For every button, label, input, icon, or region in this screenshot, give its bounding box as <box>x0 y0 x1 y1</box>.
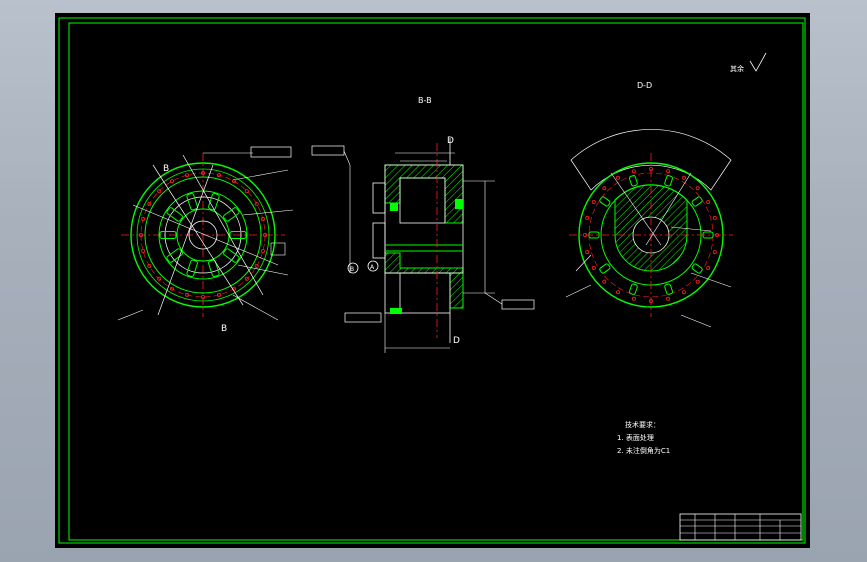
bolt-hole <box>170 286 175 291</box>
bolt-hole <box>695 279 700 284</box>
slot <box>691 196 703 207</box>
bolt-hole <box>147 263 152 268</box>
bolt-hole <box>139 232 144 238</box>
bolt-hole <box>147 202 152 207</box>
slot <box>691 263 703 274</box>
drawing-canvas: B B B-B <box>58 17 806 544</box>
slot <box>208 193 220 211</box>
bolt-hole <box>591 200 596 205</box>
outer-frame <box>58 17 806 544</box>
tech-req-title: 技术要求： <box>625 420 660 429</box>
bolt-hole <box>602 186 607 191</box>
bolt-hole <box>200 295 206 300</box>
bolt-hole <box>585 250 590 255</box>
bolt-hole <box>216 173 221 178</box>
bolt-hole <box>631 296 636 301</box>
slot <box>229 231 247 239</box>
bolt-hole <box>712 250 717 255</box>
bolt-hole <box>254 202 259 207</box>
bolt-hole <box>254 263 259 268</box>
view-label-B-top: B <box>163 164 169 174</box>
slot <box>159 231 177 239</box>
slot <box>186 259 198 277</box>
slot <box>664 175 673 187</box>
bolt-hole <box>141 216 146 221</box>
bolt-hole <box>200 171 206 176</box>
slot <box>208 259 220 277</box>
bolt-hole <box>695 186 700 191</box>
bolt-hole <box>616 175 621 180</box>
bolt-hole <box>631 169 636 174</box>
cut-label-D-top: D <box>447 136 454 146</box>
tech-req-2: 2. 未注倒角为C1 <box>617 446 670 455</box>
slot <box>166 207 183 222</box>
bolt-hole <box>170 179 175 184</box>
datum-B: B <box>350 266 354 273</box>
bolt-hole <box>585 215 590 220</box>
bolt-hole <box>263 232 268 238</box>
slot <box>629 175 638 187</box>
bolt-hole <box>681 290 686 295</box>
bolt-hole <box>141 248 146 253</box>
surface-finish-note: 其余 <box>730 52 767 73</box>
bolt-hole <box>157 189 162 194</box>
bolt-hole <box>260 216 265 221</box>
slot <box>629 283 638 295</box>
bolt-hole <box>666 296 671 301</box>
inner-frame <box>68 22 804 541</box>
left-face-view: B B <box>117 146 294 334</box>
bolt-hole <box>157 276 162 281</box>
bolt-hole <box>184 292 189 297</box>
slot <box>599 263 611 274</box>
slot <box>223 207 240 222</box>
bolt-hole <box>260 248 265 253</box>
bolt-hole <box>712 215 717 220</box>
title-block <box>679 513 802 541</box>
datum-A: A <box>370 264 375 271</box>
slot <box>599 196 611 207</box>
bolt-hole <box>616 290 621 295</box>
cut-label-D-bottom: D <box>453 336 460 346</box>
bolt-hole <box>666 169 671 174</box>
view-label-B-bottom: B <box>221 324 227 334</box>
bolt-hole <box>184 173 189 178</box>
section-label-right: D-D <box>637 81 652 90</box>
bolt-hole <box>244 276 249 281</box>
bolt-hole <box>244 189 249 194</box>
technical-requirements: 技术要求： 1. 表面处理 2. 未注倒角为C1 <box>617 420 670 455</box>
center-section-view: B-B <box>311 96 535 353</box>
bolt-hole <box>706 265 711 270</box>
slot <box>186 193 198 211</box>
bolt-hole <box>216 292 221 297</box>
right-section-view: D-D <box>565 81 733 328</box>
bolt-hole <box>602 279 607 284</box>
slot <box>664 283 673 295</box>
svg-text:其余: 其余 <box>730 64 744 73</box>
tech-req-1: 1. 表面处理 <box>617 433 654 442</box>
drawing-sheet: B B B-B <box>55 13 810 548</box>
section-label-center: B-B <box>418 96 432 105</box>
bolt-hole <box>706 200 711 205</box>
bolt-hole <box>591 265 596 270</box>
bolt-hole <box>681 175 686 180</box>
slot <box>223 248 240 263</box>
